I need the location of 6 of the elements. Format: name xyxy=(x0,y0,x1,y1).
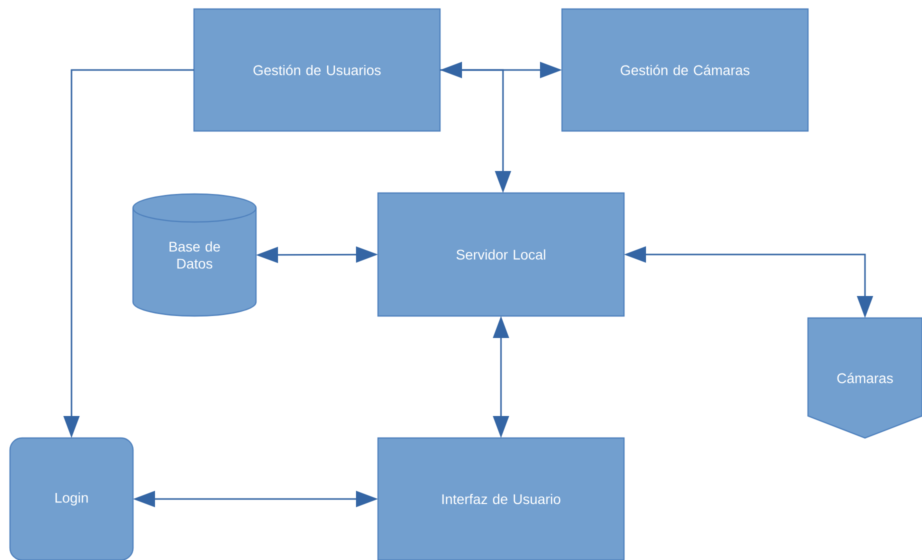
process-box: Interfaz de Usuario xyxy=(377,437,625,560)
database-cylinder: Base de Datos xyxy=(132,193,257,317)
process-box: Gestión de Cámaras xyxy=(561,8,809,132)
process-box: Gestión de Usuarios xyxy=(193,8,441,132)
rounded-box: Login xyxy=(9,437,134,560)
process-box: Servidor Local xyxy=(377,192,625,317)
